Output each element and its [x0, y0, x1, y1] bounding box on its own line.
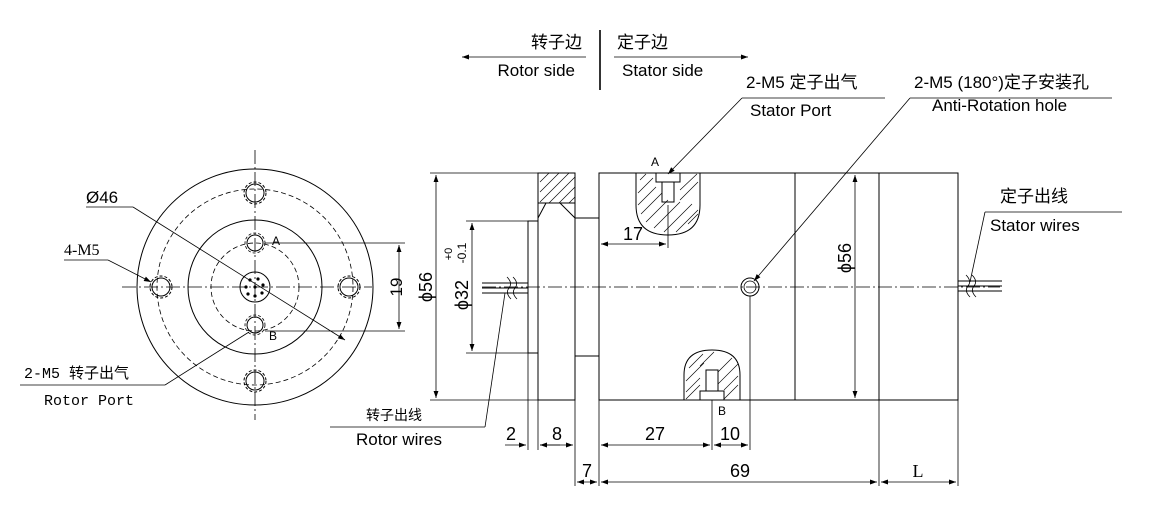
stator-port-b-label: B [718, 404, 726, 418]
dim-19-label: 19 [387, 278, 406, 297]
dim-d56-side: ϕ56 [416, 272, 436, 302]
stator-body [598, 172, 796, 401]
body-outline [187, 219, 323, 355]
dim-7-label: 7 [582, 461, 592, 481]
end-view: A B Ø46 4-M5 2-M5 转子出气 Rotor Port 19 [20, 150, 406, 420]
rotor-ports [244, 232, 266, 336]
dim-d32: ϕ32 [452, 280, 472, 310]
thread-4m5-label: 4-M5 [64, 242, 100, 259]
rotor-port-cn-label: 2-M5 转子出气 [24, 365, 129, 383]
dim-17-label: 17 [623, 224, 643, 244]
stator-port-a-label: A [651, 155, 659, 169]
dim-L-label: L [913, 461, 924, 481]
stator-side-cn-label: 定子边 [617, 33, 668, 52]
rotor-wires-en-label: Rotor wires [356, 430, 442, 449]
stator-wires-en-label: Stator wires [990, 216, 1080, 235]
dim-10-label: 10 [720, 424, 740, 444]
dim-69-label: 69 [730, 461, 750, 481]
stator-port-b-section [683, 349, 741, 401]
rotor-wires-cn-label: 转子出线 [366, 408, 422, 424]
rotor-wires [482, 276, 528, 300]
rotor-port-en-label: Rotor Port [44, 393, 134, 410]
mounting-holes [149, 181, 361, 393]
stator-wires [958, 274, 1002, 298]
port-b-label: B [269, 329, 277, 343]
rotor-side-en-label: Rotor side [498, 61, 575, 80]
dim-2-label: 2 [506, 424, 516, 444]
dim-d32-tol-upper: +0 [443, 248, 455, 261]
dia-46-label: Ø46 [86, 188, 118, 207]
bolt-pitch-circle [156, 188, 354, 386]
flange-outline [136, 168, 374, 406]
rotor-shaft [527, 220, 539, 354]
rotor-side-cn-label: 转子边 [531, 33, 582, 52]
flange-section-hatch [537, 172, 576, 219]
side-view: A B ϕ56 ϕ32 +0 -0.1 ϕ5 [330, 73, 1122, 486]
dim-27-label: 27 [645, 424, 665, 444]
stator-port-a-section [635, 172, 701, 236]
anti-rotation-cn-label: 2-M5 (180°)定子安装孔 [914, 73, 1089, 92]
stator-port-cn-label: 2-M5 定子出气 [746, 73, 857, 92]
dim-d32-tol-lower: -0.1 [455, 242, 469, 263]
stator-side-en-label: Stator side [622, 61, 703, 80]
stator-end [794, 172, 880, 401]
port-a-label: A [272, 234, 280, 248]
anti-rotation-en-label: Anti-Rotation hole [932, 96, 1067, 115]
stator-port-en-label: Stator Port [750, 101, 832, 120]
side-legend: 转子边 Rotor side 定子边 Stator side [462, 30, 748, 90]
dim-d56-body: ϕ56 [835, 243, 855, 273]
stator-wires-cn-label: 定子出线 [1000, 187, 1068, 206]
dim-8-label: 8 [552, 424, 562, 444]
